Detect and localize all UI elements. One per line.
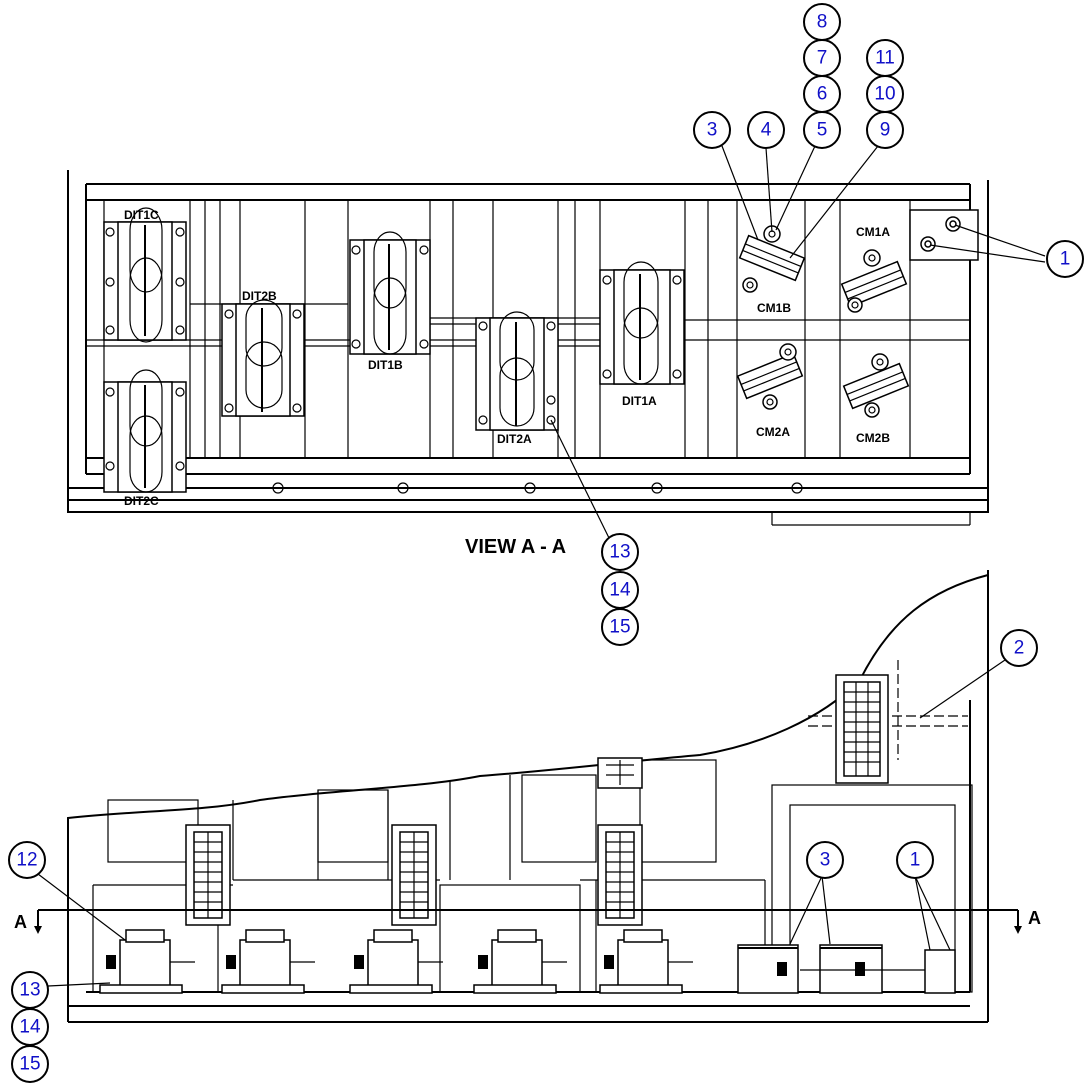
svg-text:13: 13 xyxy=(19,980,40,1001)
label-dit2a: DIT2A xyxy=(497,432,532,446)
svg-text:5: 5 xyxy=(817,120,828,141)
label-dit1b: DIT1B xyxy=(368,358,403,372)
callout-14-mid: 14 xyxy=(601,571,639,609)
label-cm1b: CM1B xyxy=(757,301,791,315)
label-dit2b: DIT2B xyxy=(242,289,277,303)
label-cm2a: CM2A xyxy=(756,425,790,439)
label-cm1a: CM1A xyxy=(856,225,890,239)
cm2b-module xyxy=(842,353,910,418)
svg-text:12: 12 xyxy=(16,850,37,871)
svg-text:14: 14 xyxy=(19,1017,41,1038)
label-dit2c: DIT2C xyxy=(124,494,159,508)
callout-14-bottom: 14 xyxy=(11,1008,49,1046)
callout-2: 2 xyxy=(1000,629,1038,667)
callout-10: 10 xyxy=(866,75,904,113)
svg-text:2: 2 xyxy=(1014,638,1025,659)
cm1a-module xyxy=(840,249,908,313)
label-cm2b: CM2B xyxy=(856,431,890,445)
callout-9: 9 xyxy=(866,111,904,149)
dit1b-module xyxy=(349,231,431,355)
side-dit-1 xyxy=(99,929,195,994)
callout-12: 12 xyxy=(8,841,46,879)
section-label-left: A xyxy=(14,912,27,932)
callout-15-bottom: 15 xyxy=(11,1045,49,1083)
svg-text:9: 9 xyxy=(880,120,891,141)
callout-6: 6 xyxy=(803,75,841,113)
svg-text:15: 15 xyxy=(609,617,630,638)
dit2b-module xyxy=(221,299,305,417)
callout-13-mid: 13 xyxy=(601,533,639,571)
dit1c-module xyxy=(103,207,187,343)
label-dit1a: DIT1A xyxy=(622,394,657,408)
side-dit-3 xyxy=(349,929,443,994)
svg-text:8: 8 xyxy=(817,12,828,33)
label-dit1c: DIT1C xyxy=(124,208,159,222)
svg-text:1: 1 xyxy=(910,850,921,871)
callout-1-bottom: 1 xyxy=(896,841,934,879)
terminal-strip-4 xyxy=(835,674,889,784)
section-label-right: A xyxy=(1028,908,1041,928)
svg-text:10: 10 xyxy=(874,84,895,105)
svg-text:3: 3 xyxy=(820,850,831,871)
side-dit-2 xyxy=(221,929,315,994)
side-dit-4 xyxy=(473,929,567,994)
dit2c-module xyxy=(103,369,187,493)
svg-text:1: 1 xyxy=(1060,249,1071,270)
terminal-strip-2 xyxy=(391,824,437,926)
callout-5: 5 xyxy=(803,111,841,149)
svg-text:6: 6 xyxy=(817,84,828,105)
svg-text:14: 14 xyxy=(609,580,631,601)
section-line-a-a xyxy=(34,909,1022,934)
svg-text:3: 3 xyxy=(707,120,718,141)
leader-lines xyxy=(37,145,1046,987)
svg-text:15: 15 xyxy=(19,1054,40,1075)
dit2a-module xyxy=(475,311,559,431)
callout-4: 4 xyxy=(747,111,785,149)
callout-3-top: 3 xyxy=(693,111,731,149)
callout-7: 7 xyxy=(803,39,841,77)
callout-11: 11 xyxy=(866,39,904,77)
svg-text:11: 11 xyxy=(875,48,895,69)
side-dit-5 xyxy=(599,929,693,994)
dit1a-module xyxy=(599,261,685,385)
callout-1-top: 1 xyxy=(1046,240,1084,278)
cm2a-module xyxy=(736,343,804,410)
svg-text:4: 4 xyxy=(761,120,772,141)
svg-text:7: 7 xyxy=(817,48,828,69)
cm1b-module xyxy=(738,225,806,293)
callout-8: 8 xyxy=(803,3,841,41)
terminal-strip-3 xyxy=(597,757,643,926)
callout-3-bottom: 3 xyxy=(806,841,844,879)
terminal-strip-1 xyxy=(185,824,231,926)
view-title: VIEW A - A xyxy=(465,536,566,558)
callout-15-mid: 15 xyxy=(601,608,639,646)
side-contactors xyxy=(737,944,956,994)
svg-text:13: 13 xyxy=(609,542,630,563)
callout-13-bottom: 13 xyxy=(11,971,49,1009)
